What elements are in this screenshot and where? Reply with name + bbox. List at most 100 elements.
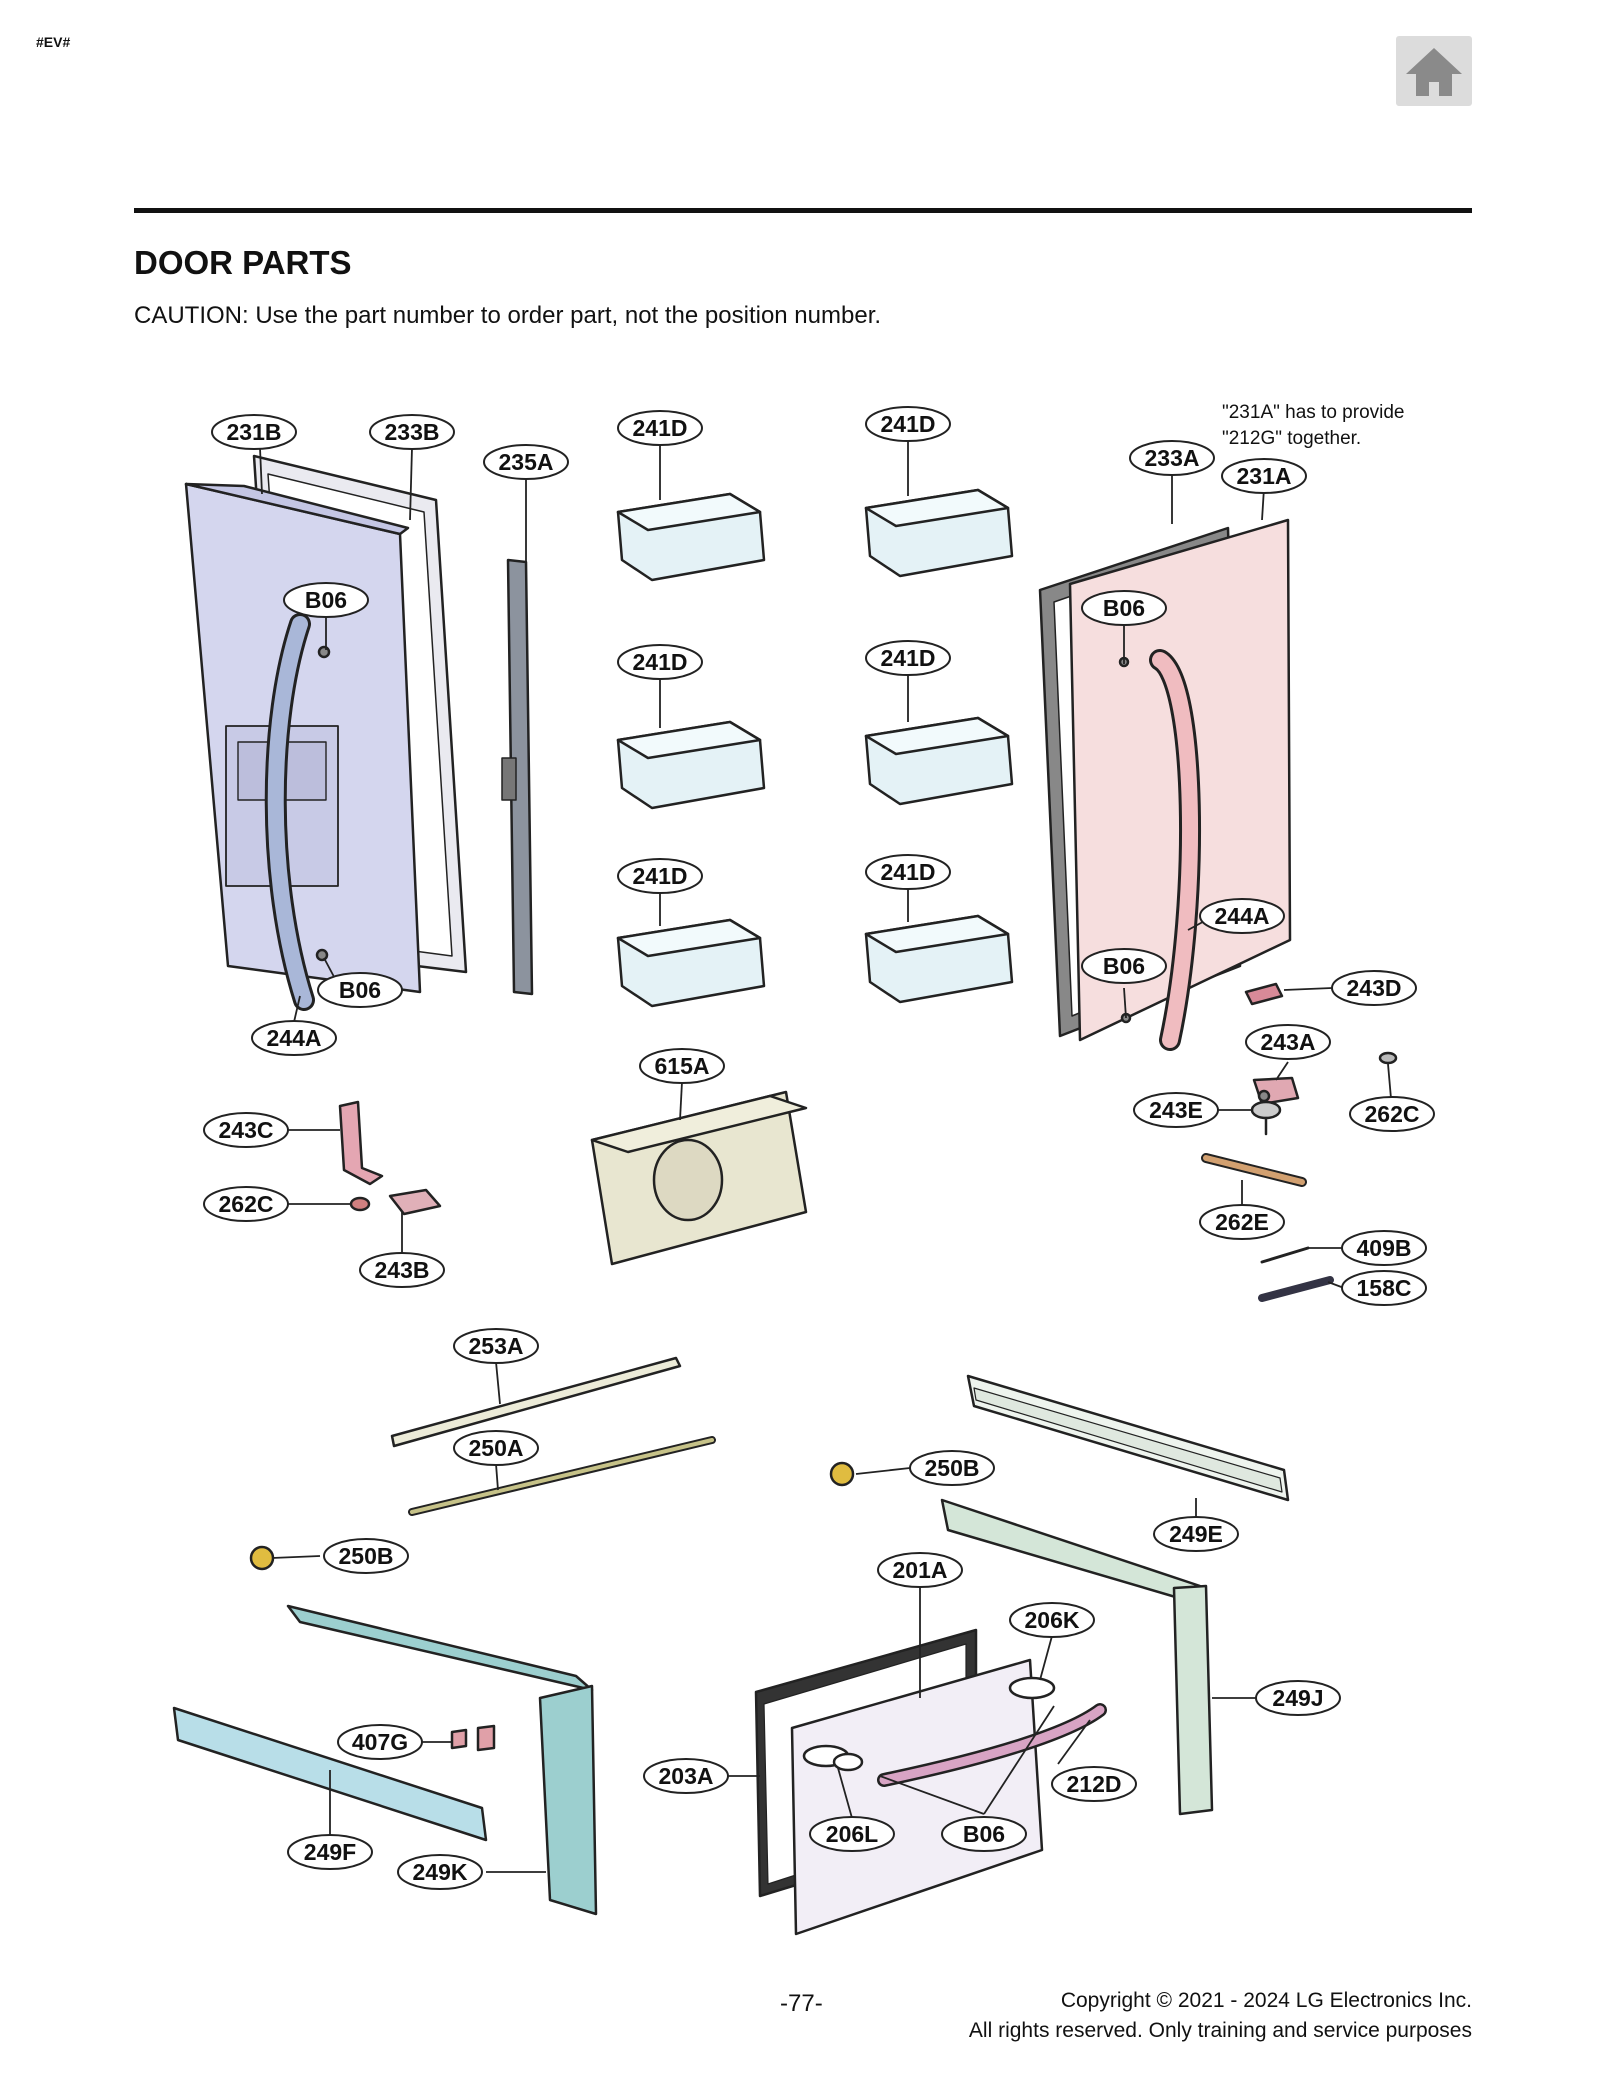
callout-oval — [1009, 1602, 1095, 1638]
callout-oval — [909, 1450, 995, 1486]
exploded-parts-diagram: 231B233B235A241D241D233A231AB06B06241D24… — [172, 406, 1435, 1936]
part-callout-l32: 249E — [1153, 1516, 1239, 1552]
part-callout-l19: 615A — [639, 1048, 725, 1084]
drawer-rod-250a — [408, 1436, 716, 1516]
door-bin-241d — [616, 720, 766, 810]
page-number: -77- — [780, 1990, 823, 2017]
callout-label: 262C — [1365, 1101, 1420, 1127]
part-callout-l37: 407G — [337, 1724, 423, 1760]
part-callout-l31: 250B — [909, 1450, 995, 1486]
callout-oval — [1199, 1204, 1285, 1240]
part-callout-l06: 233A — [1129, 440, 1215, 476]
door-bin-241d — [616, 492, 766, 582]
callout-label: 244A — [267, 1025, 322, 1051]
part-callout-l39: 212D — [1051, 1766, 1137, 1802]
callout-label: 249J — [1272, 1685, 1323, 1711]
callout-label: 206K — [1025, 1607, 1080, 1633]
callout-oval — [877, 1552, 963, 1588]
hinge-wrench-262e — [1201, 1153, 1307, 1187]
callout-label: 244A — [1215, 903, 1270, 929]
callout-oval — [1331, 970, 1417, 1006]
copyright-line-1: Copyright © 2021 - 2024 LG Electronics I… — [1060, 1989, 1472, 2012]
latch-407g — [450, 1724, 496, 1752]
callout-label: 158C — [1357, 1275, 1412, 1301]
part-callout-l34: 201A — [877, 1552, 963, 1588]
callout-label: 249F — [304, 1839, 356, 1865]
callout-label: B06 — [339, 977, 381, 1003]
part-callout-l07: 231A — [1221, 458, 1307, 494]
callout-label: 206L — [826, 1821, 878, 1847]
door-bin-241d — [864, 716, 1014, 806]
callout-oval — [1129, 440, 1215, 476]
callout-label: 407G — [352, 1729, 408, 1755]
drawer-bracket-249j — [940, 1498, 1214, 1816]
section-title: DOOR PARTS — [134, 244, 352, 281]
callout-label: 262C — [219, 1191, 274, 1217]
callout-oval — [337, 1724, 423, 1760]
part-callout-l16: B06 — [1081, 948, 1167, 984]
callout-oval — [211, 414, 297, 450]
part-callout-l21: 243C — [203, 1112, 289, 1148]
callout-label: 233A — [1145, 445, 1200, 471]
callout-oval — [1341, 1270, 1427, 1306]
callout-label: 241D — [633, 649, 688, 675]
part-callout-l27: 409B — [1341, 1230, 1427, 1266]
part-note: "231A" has to provide "212G" together. — [1222, 400, 1405, 452]
part-callout-l14: 244A — [1199, 898, 1285, 934]
callout-label: 243A — [1261, 1029, 1316, 1055]
ice-maker-615a — [590, 1090, 808, 1266]
part-callout-l29: 253A — [453, 1328, 539, 1364]
drawer-gear-250b — [249, 1461, 855, 1571]
callout-label: 231A — [1237, 463, 1292, 489]
part-callout-l35: 206K — [1009, 1602, 1095, 1638]
callout-label: 615A — [655, 1053, 710, 1079]
part-callout-l38: 203A — [643, 1758, 729, 1794]
callout-label: 250B — [925, 1455, 980, 1481]
part-callout-l22: 243E — [1133, 1092, 1219, 1128]
callout-oval — [397, 1854, 483, 1890]
part-callout-l25: 262E — [1199, 1204, 1285, 1240]
callout-label: 212D — [1067, 1771, 1122, 1797]
callout-oval — [483, 444, 569, 480]
handle-cap-206l — [802, 1744, 864, 1772]
hinge-243a — [1252, 1076, 1300, 1106]
callout-label: 253A — [469, 1333, 524, 1359]
part-callout-l33: 250B — [323, 1538, 409, 1574]
part-callout-l23: 262C — [203, 1186, 289, 1222]
callout-oval — [369, 414, 455, 450]
callout-label: B06 — [963, 1821, 1005, 1847]
part-callout-l13: 241D — [865, 854, 951, 890]
hinge-bracket-243c — [338, 1100, 384, 1186]
part-callout-l20: 243A — [1245, 1024, 1331, 1060]
callout-label: 250B — [339, 1543, 394, 1569]
part-callout-l12: 241D — [617, 858, 703, 894]
door-bin-241d — [616, 918, 766, 1008]
callout-oval — [1153, 1516, 1239, 1552]
part-callout-l28: 158C — [1341, 1270, 1427, 1306]
callout-oval — [317, 972, 403, 1008]
callout-label: 203A — [659, 1763, 714, 1789]
home-icon — [1406, 48, 1462, 96]
callout-label: 241D — [881, 645, 936, 671]
callout-label: 262E — [1215, 1209, 1269, 1235]
copyright-block: Copyright © 2021 - 2024 LG Electronics I… — [969, 1986, 1472, 2046]
callout-oval — [251, 1020, 337, 1056]
callout-label: 243D — [1347, 975, 1402, 1001]
callout-label: 235A — [499, 449, 554, 475]
callout-label: 243C — [219, 1117, 274, 1143]
callout-oval — [1081, 590, 1167, 626]
callout-oval — [643, 1758, 729, 1794]
part-callout-l43: 249K — [397, 1854, 483, 1890]
left-door-handle-244a — [264, 613, 315, 1011]
callout-label: B06 — [1103, 595, 1145, 621]
hinge-cover-243d — [1244, 982, 1284, 1006]
callout-label: 249E — [1169, 1521, 1223, 1547]
part-callout-l26: 243B — [359, 1252, 445, 1288]
header-rule — [134, 208, 1472, 213]
home-button[interactable] — [1396, 36, 1472, 106]
callout-label: 233B — [385, 419, 440, 445]
callout-oval — [1081, 948, 1167, 984]
part-callout-l41: B06 — [941, 1816, 1027, 1852]
part-note-line-2: "212G" together. — [1222, 428, 1362, 449]
callout-oval — [1133, 1092, 1219, 1128]
